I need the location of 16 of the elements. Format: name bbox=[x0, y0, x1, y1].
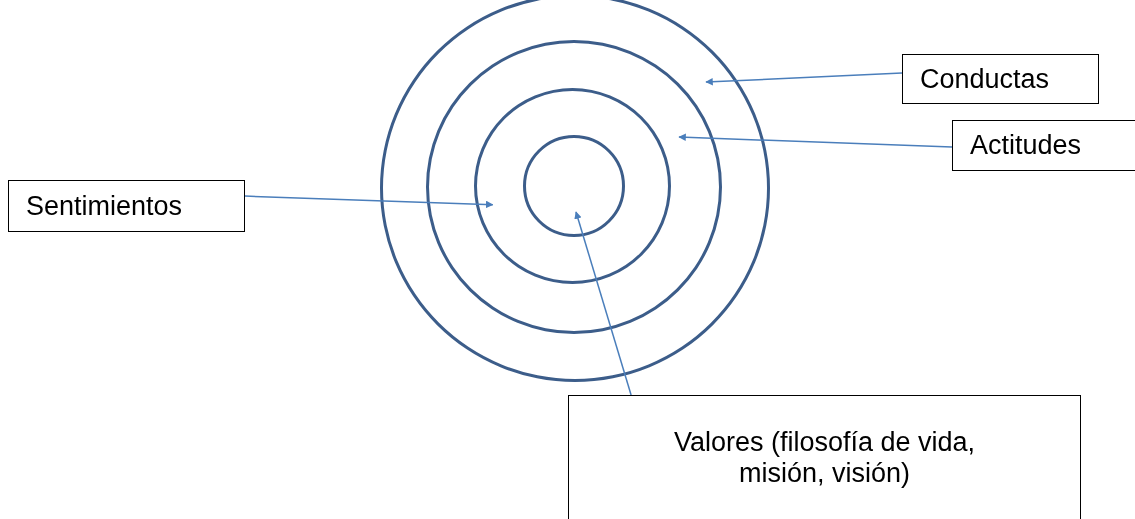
label-text: Actitudes bbox=[970, 130, 1082, 161]
label-box bbox=[902, 54, 1099, 104]
ring-circle bbox=[474, 88, 671, 284]
arrow bbox=[244, 195, 494, 209]
ring-circle bbox=[425, 39, 722, 334]
label-text: Sentimientos bbox=[26, 190, 183, 222]
arrow bbox=[678, 133, 953, 148]
arrow bbox=[574, 211, 632, 396]
label-box bbox=[568, 395, 1081, 519]
label-text: Valores (filosofía de vida, misión, visión) bbox=[672, 426, 977, 489]
label-box bbox=[952, 120, 1135, 171]
label-box bbox=[8, 180, 245, 232]
ring-circle bbox=[380, 0, 770, 382]
label-text: Conductas bbox=[920, 63, 1050, 95]
arrow bbox=[705, 72, 903, 86]
ring-circle bbox=[522, 134, 625, 237]
